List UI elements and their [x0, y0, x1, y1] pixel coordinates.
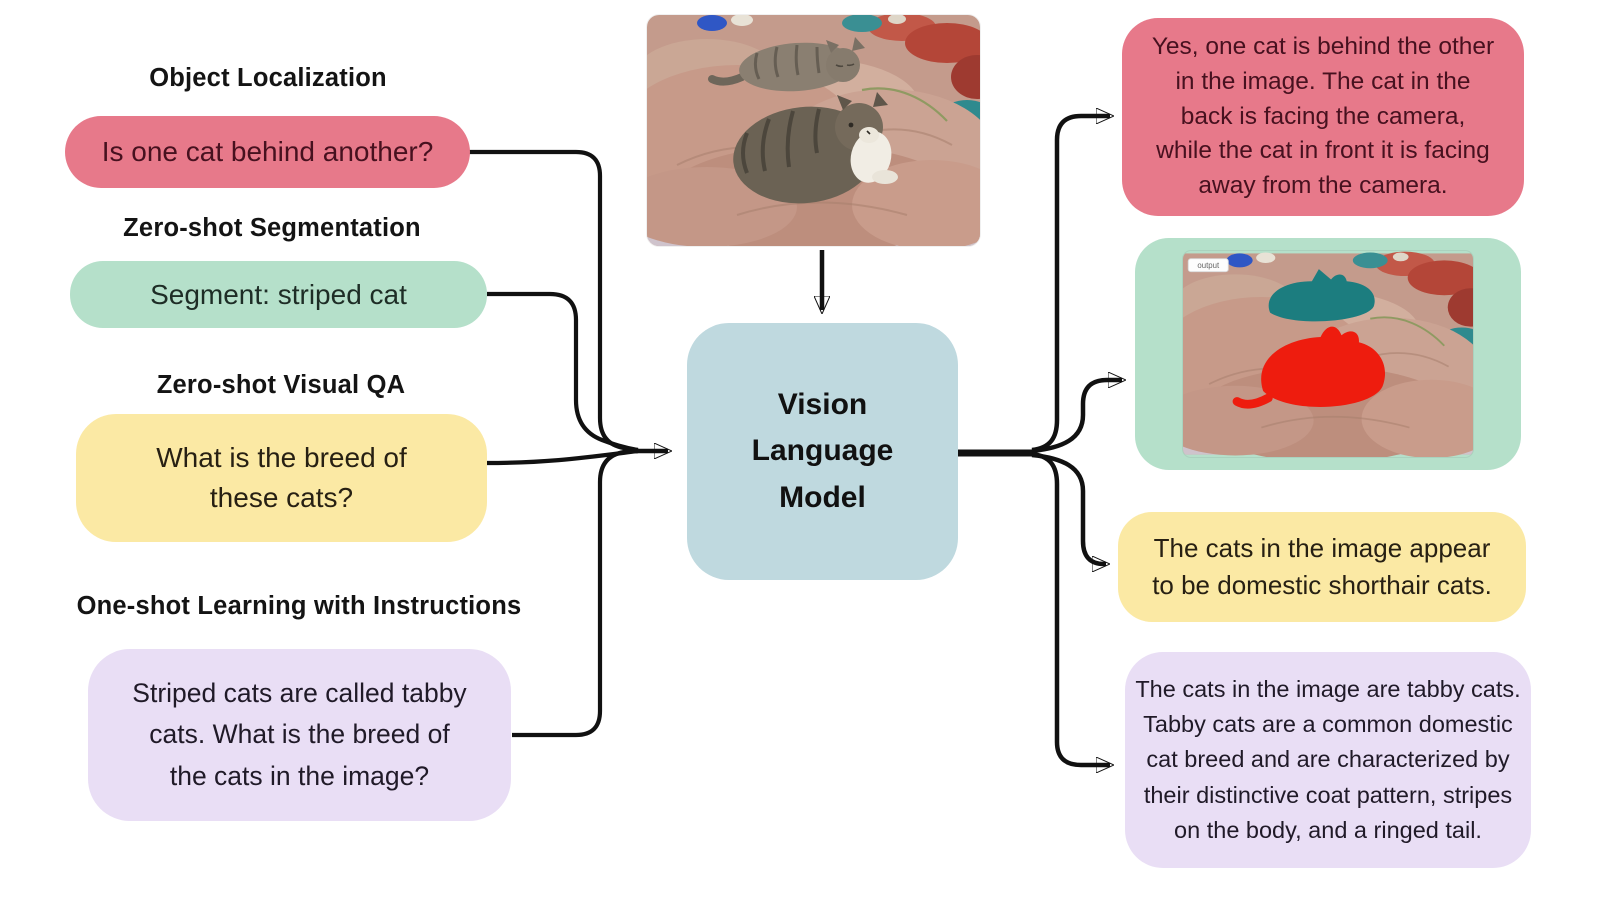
arrow-to-one-shot-answer [1031, 451, 1110, 765]
output-bubble-localization-answer: Yes, one cat is behind the other in the … [1122, 18, 1524, 216]
vision-language-model-label: Vision Language Model [751, 387, 894, 514]
output-bubble-one-shot-answer: The cats in the image are tabby cats. Ta… [1125, 652, 1531, 868]
connector-visual-qa [486, 448, 639, 466]
input-cat-image [647, 15, 980, 246]
prompt-bubble-zero-shot-segmentation: Segment: striped cat [70, 261, 487, 328]
prompt-bubble-zero-shot-visual-qa: What is the breed of these cats? [76, 414, 487, 542]
arrow-to-vqa-answer [1031, 452, 1106, 564]
connector-segmentation [487, 291, 639, 453]
task-heading-zero-shot-visual-qa: Zero-shot Visual QA [156, 371, 406, 399]
connector-object-localization [468, 149, 639, 453]
task-heading-one-shot-learning: One-shot Learning with Instructions [76, 592, 522, 620]
task-heading-zero-shot-segmentation: Zero-shot Segmentation [123, 214, 421, 242]
segmented-cats-photo: output [1183, 251, 1473, 457]
prompt-bubble-object-localization: Is one cat behind another? [65, 116, 470, 188]
segmentation-output-image: output [1183, 251, 1473, 457]
front-cat [733, 92, 898, 204]
back-cat [708, 37, 865, 92]
task-heading-object-localization: Object Localization [149, 64, 387, 92]
red-cat-mask [1261, 326, 1386, 407]
red-cat-tail [1232, 393, 1273, 409]
vision-language-model-box: Vision Language Model [687, 323, 958, 580]
arrow-to-localization-answer [1031, 116, 1110, 453]
output-chip-label: output [1197, 261, 1220, 270]
arrow-to-segmentation-result [1031, 380, 1122, 454]
teal-cat-mask [1268, 269, 1375, 322]
output-chip: output [1187, 258, 1229, 273]
output-bubble-vqa-answer: The cats in the image appear to be domes… [1118, 512, 1526, 622]
cats-on-nets-photo [647, 15, 980, 246]
output-card-segmentation: output [1135, 238, 1521, 470]
prompt-bubble-one-shot-learning: Striped cats are called tabby cats. What… [88, 649, 511, 821]
